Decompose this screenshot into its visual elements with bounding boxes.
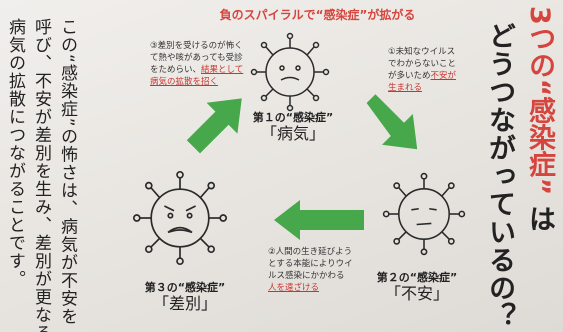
stage-1-name: 「病気」	[260, 123, 325, 143]
body-line-3: 病気の拡散につながることです。	[5, 18, 25, 288]
note-3-highlight-1: 結果として	[201, 65, 244, 75]
note-2: ②人間の生き延びよう とする本能によりウイ ルス感染にかかわる 人を遠ざける	[268, 246, 353, 294]
arrow-anxiety-to-discrimination	[274, 200, 364, 240]
note-1-line-2: でわからないこと	[388, 59, 457, 69]
note-1-highlight: 不安が	[430, 71, 457, 81]
note-2-highlight: 人を遠ざける	[268, 283, 320, 293]
diagram-banner: 負のスパイラルで“感染症”が拡がる	[219, 8, 416, 22]
note-3-line-2: て熱や咳があっても受診	[150, 53, 243, 63]
stage-2: 第２の“感染症” 「不安」	[362, 271, 472, 303]
stage-3: 第３の“感染症” 「差別」	[130, 281, 240, 313]
stage-1: 第１の“感染症” 「病気」	[238, 111, 348, 143]
virus-discrimination-icon	[132, 170, 228, 266]
stage-2-name: 「不安」	[384, 283, 449, 303]
virus-anxiety-icon	[382, 172, 466, 256]
title-keyword: “感染症”	[524, 78, 555, 196]
title-line2: どうつながっているの？	[484, 22, 515, 330]
note-1-line-1: ①未知なウイルス	[388, 47, 456, 57]
note-2-line-1: ②人間の生き延びよう	[268, 247, 353, 257]
note-1: ①未知なウイルス でわからないこと が多いため不安が 生まれる	[388, 46, 456, 94]
note-3: ③差別を受けるのが怖く て熱や咳があっても受診 をためらい、結果として 病気の拡…	[150, 40, 243, 88]
note-1-line-3: が多いため	[388, 71, 431, 81]
virus-illness-icon	[250, 32, 330, 112]
stage-1-label: 第１の“感染症”	[252, 111, 334, 124]
note-1-tail: 生まれる	[388, 83, 423, 93]
note-3-highlight-2: 病気の拡散を招く	[150, 77, 219, 87]
title-number: 3つの	[524, 6, 555, 79]
stage-2-label: 第２の“感染症”	[376, 271, 458, 284]
note-3-line-3: をためらい、	[150, 65, 202, 75]
arrow-illness-to-anxiety	[366, 94, 418, 150]
note-3-line-1: ③差別を受けるのが怖く	[150, 41, 243, 51]
body-line-1: この“感染症”の怖さは、病気が不安を	[57, 18, 77, 326]
title-particle: は	[524, 205, 555, 233]
arrow-discrimination-to-illness	[186, 98, 242, 154]
stage-3-name: 「差別」	[152, 293, 217, 313]
note-2-line-2: とする本能によりウイ	[268, 259, 353, 269]
body-line-2: 呼び、不安が差別を生み、差別が更なる	[31, 18, 51, 332]
note-2-line-3: ルス感染にかかわる	[268, 271, 345, 281]
title-column-2: どうつながっているの？	[484, 22, 515, 330]
stage-3-label: 第３の“感染症”	[144, 281, 226, 294]
title-column-1: 3つの“感染症” は	[524, 6, 555, 233]
